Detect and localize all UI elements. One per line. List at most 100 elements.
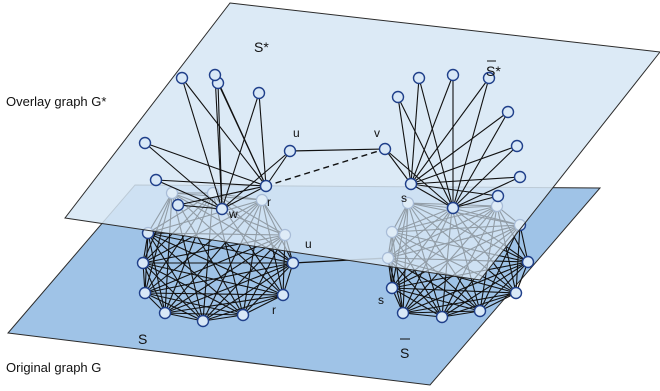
overlay-node-right	[391, 90, 405, 104]
overlay-node-right	[378, 142, 392, 156]
overlay-node-left	[208, 68, 222, 82]
overlay-node-right	[446, 68, 460, 82]
overlay-node-right	[404, 177, 418, 191]
overlay-edge-right	[410, 145, 518, 185]
original-edge-left	[202, 262, 294, 322]
original-edge-left	[147, 232, 244, 316]
overlay-edge-left	[258, 92, 267, 187]
overlay-edge-left	[265, 150, 291, 187]
ghost-edge	[387, 231, 393, 259]
ghost-edge	[407, 202, 453, 209]
ghost-edge	[391, 207, 453, 233]
original-node-right	[385, 281, 399, 295]
ghost-node	[386, 226, 398, 238]
ghost-edge	[387, 257, 481, 280]
overlay-edge-u-v	[289, 148, 386, 152]
overlay-edge-right	[452, 176, 521, 209]
overlay-node-left	[215, 202, 229, 216]
original-graph-label: Original graph G	[6, 360, 101, 375]
overlay-node-left	[175, 71, 189, 85]
original-node-right	[473, 304, 487, 318]
overlay-edge-right	[410, 176, 521, 185]
ghost-edge	[391, 202, 409, 233]
original-edge-right	[391, 287, 481, 312]
original-node-left	[286, 256, 300, 270]
overlay-edge-left	[181, 77, 267, 187]
original-edge-left	[164, 312, 204, 322]
overlay-edge-right	[410, 77, 490, 185]
ghost-edge	[441, 224, 521, 280]
overlay-node-right	[513, 170, 527, 184]
ghost-edge	[451, 205, 498, 209]
original-edge-left	[202, 294, 284, 322]
overlay-node-right	[446, 201, 460, 215]
ghost-edge	[496, 205, 521, 226]
overlay-node-left	[149, 173, 163, 187]
original-edge-left	[144, 292, 204, 322]
overlay-node-left	[259, 179, 273, 193]
original-node-right	[521, 255, 535, 269]
original-edge-left	[147, 232, 294, 264]
ghost-edge	[391, 231, 517, 280]
original-edge-left	[144, 292, 284, 296]
original-edge-left	[142, 262, 204, 322]
overlay-edge-right	[410, 111, 509, 185]
overlay-node-r-label: r	[267, 195, 271, 209]
original-edge-left	[164, 312, 244, 316]
original-edge-left	[242, 262, 294, 316]
overlay-plane-outline	[64, 2, 660, 281]
overlay-edge-right	[397, 96, 454, 209]
ghost-edge	[441, 205, 498, 280]
original-edge-left	[142, 262, 166, 314]
ghost-edge	[402, 207, 453, 280]
ghost-edge	[407, 202, 521, 226]
original-edge-right	[479, 292, 517, 312]
original-edge-right	[402, 312, 443, 318]
overlay-node-right	[412, 71, 426, 85]
overlay-node-left	[252, 86, 266, 100]
original-node-left	[196, 314, 210, 328]
overlay-edge-left	[155, 179, 223, 210]
ghost-edge	[387, 202, 409, 259]
overlay-node-w-label: w	[228, 207, 238, 221]
overlay-node-s-label: s	[401, 191, 407, 205]
original-edge-right	[441, 310, 481, 318]
ghost-node	[256, 194, 268, 206]
overlay-node-u-label: u	[293, 126, 300, 140]
ghost-edge	[391, 231, 481, 280]
overlay-edge-left	[221, 92, 260, 210]
original-edge-right	[479, 224, 521, 312]
overlay-edge-left	[177, 185, 267, 206]
original-edge-left	[242, 294, 284, 316]
overlay-graph-nodes	[138, 68, 527, 216]
ghost-edge	[391, 205, 498, 233]
overlay-node-right	[510, 139, 524, 153]
original-edge-right	[515, 224, 521, 294]
ghost-node	[382, 252, 394, 264]
ghost-node	[279, 229, 291, 241]
overlay-edge-left	[221, 150, 291, 210]
original-node-left	[236, 308, 250, 322]
ghost-edge	[451, 207, 521, 226]
original-node-left	[136, 256, 150, 270]
ghost-edge	[402, 202, 409, 280]
ghost-edge	[387, 205, 498, 259]
overlay-node-v-label: v	[374, 126, 380, 140]
original-node-left	[276, 288, 290, 302]
original-edge-right	[402, 261, 529, 314]
overlay-node-left	[283, 144, 297, 158]
overlay-right-set-label: S*	[486, 63, 501, 79]
original-edge-left	[147, 232, 204, 322]
overlay-graph-edges	[144, 74, 521, 210]
overlay-node-left	[171, 198, 185, 212]
ghost-edge	[147, 199, 263, 234]
original-node-right	[396, 306, 410, 320]
original-edge-left	[147, 232, 166, 314]
overlay-node-left	[138, 136, 152, 150]
overlay-edge-right	[452, 111, 509, 209]
ghost-edge	[451, 207, 481, 280]
original-edge-right	[441, 261, 529, 318]
ghost-edge	[402, 205, 498, 280]
overlay-edge-left	[214, 74, 223, 210]
original-left-set-label: S	[138, 331, 147, 347]
